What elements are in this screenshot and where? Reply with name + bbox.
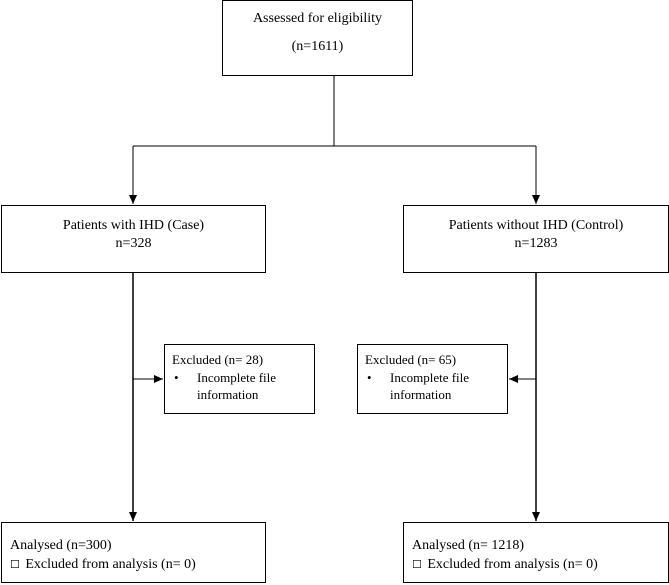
control-excluded-reason: Incomplete file information: [390, 370, 470, 402]
control-group-label: Patients without IHD (Control): [448, 218, 624, 233]
control-group-box: Patients without IHD (Control) n=1283: [403, 205, 669, 273]
case-group-box: Patients with IHD (Case) n=328: [1, 205, 266, 273]
control-excluded-title: Excluded (n= 65): [365, 352, 457, 367]
control-analysed-excluded-text: Excluded from analysis (n= 0): [427, 557, 598, 572]
case-group-label: Patients with IHD (Case): [62, 218, 205, 233]
control-excluded-box: Excluded (n= 65) • Incomplete file infor…: [357, 344, 508, 414]
checkbox-icon: ☐: [10, 558, 20, 571]
checkbox-icon: ☐: [412, 558, 422, 571]
case-excluded-reason: Incomplete file information: [197, 370, 277, 402]
case-excluded-title: Excluded (n= 28): [172, 352, 264, 367]
control-analysed-box: Analysed (n= 1218) ☐ Excluded from analy…: [403, 522, 669, 583]
case-excluded-bullet: •: [174, 370, 179, 385]
assessed-eligibility-box: Assessed for eligibility (n=1611): [222, 0, 413, 76]
case-excluded-box: Excluded (n= 28) • Incomplete file infor…: [164, 344, 315, 414]
control-excluded-bullet: •: [367, 370, 372, 385]
case-analysed-box: Analysed (n=300) ☐ Excluded from analysi…: [1, 522, 266, 583]
control-analysed-excluded-line: ☐ Excluded from analysis (n= 0): [412, 556, 598, 574]
case-analysed-excluded-text: Excluded from analysis (n= 0): [25, 557, 196, 572]
control-group-count: n=1283: [514, 236, 558, 251]
case-group-count: n=328: [115, 236, 152, 251]
assessed-label: Assessed for eligibility: [252, 11, 383, 26]
case-analysed-excluded-line: ☐ Excluded from analysis (n= 0): [10, 556, 196, 574]
assessed-count: (n=1611): [291, 39, 344, 54]
control-analysed-count: Analysed (n= 1218): [412, 538, 525, 553]
case-analysed-count: Analysed (n=300): [10, 538, 112, 553]
